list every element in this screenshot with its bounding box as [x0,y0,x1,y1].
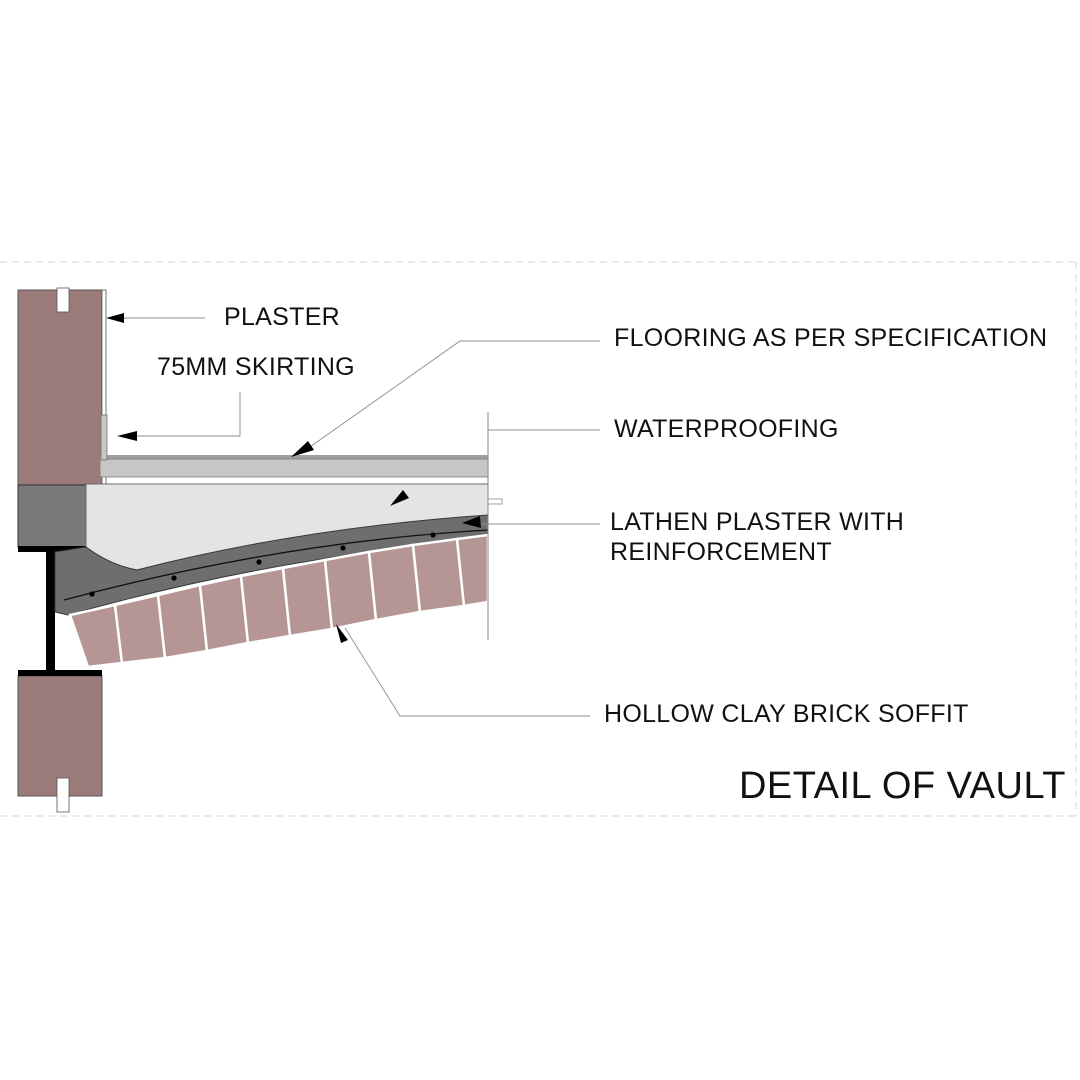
label-hollow-clay-brick-soffit: HOLLOW CLAY BRICK SOFFIT [604,700,969,728]
drawing-title: DETAIL OF VAULT [739,765,1066,807]
upper-brick-wall [17,287,107,486]
label-lathen-plaster-line2: REINFORCEMENT [610,538,832,566]
label-flooring: FLOORING AS PER SPECIFICATION [614,324,1047,352]
flooring-layer [99,458,489,478]
waterproofing-layer [100,455,488,459]
label-lathen-plaster-line1: LATHEN PLASTER WITH [610,508,904,536]
skirting-75mm [100,414,108,461]
label-plaster: PLASTER [224,303,340,331]
steel-i-beam [18,546,102,676]
leader-lines [112,317,600,717]
bearing-block [17,484,87,548]
leader-arrowheads [106,313,481,643]
lower-brick-wall [17,675,103,813]
lathen-plaster-layer [54,514,489,616]
label-waterproofing: WATERPROOFING [614,415,839,443]
edge-tick [487,498,503,505]
label-skirting: 75MM SKIRTING [157,353,355,381]
hollow-clay-brick-soffit [68,533,490,669]
reinforcement-dots [89,532,436,597]
